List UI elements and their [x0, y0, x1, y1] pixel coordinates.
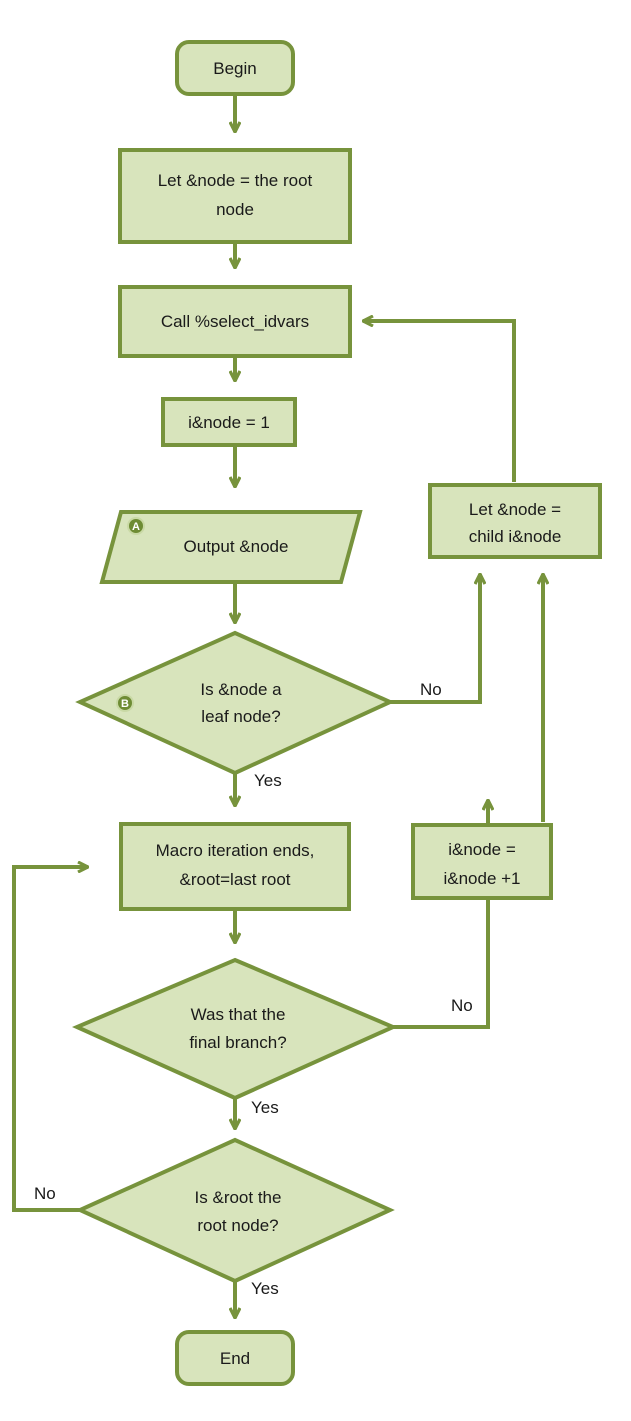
node-let-child-line-1: Let &node =	[469, 500, 561, 519]
node-iter-ends-line-1: Macro iteration ends,	[156, 841, 315, 860]
node-end: End	[175, 1330, 295, 1386]
node-final-branch-line-1: Was that the	[191, 1005, 286, 1024]
node-is-root-line-2: root node?	[197, 1216, 278, 1235]
node-let-child-line-2: child i&node	[469, 527, 562, 546]
marker-b-icon: B	[116, 694, 134, 712]
edge-label-root-no: No	[34, 1184, 56, 1203]
edge-label-final-no: No	[451, 996, 473, 1015]
node-call-select-label: Call %select_idvars	[161, 312, 309, 331]
node-is-leaf-line-1: Is &node a	[200, 680, 282, 699]
svg-text:A: A	[132, 521, 140, 533]
node-begin: Begin	[175, 40, 295, 96]
node-init-i-label: i&node = 1	[188, 413, 270, 432]
node-output: Output &node A	[99, 510, 363, 584]
node-incr-i: i&node = i&node +1	[411, 823, 553, 900]
node-final-branch: Was that the final branch?	[72, 957, 398, 1101]
node-final-branch-line-2: final branch?	[189, 1033, 286, 1052]
node-iter-ends-line-2: &root=last root	[179, 870, 290, 889]
node-is-root: Is &root the root node?	[75, 1137, 395, 1284]
edge-label-root-yes: Yes	[251, 1279, 279, 1298]
node-is-leaf-line-2: leaf node?	[201, 707, 280, 726]
edge-label-leaf-yes: Yes	[254, 771, 282, 790]
marker-a-icon: A	[127, 517, 145, 535]
node-incr-i-line-2: i&node +1	[443, 869, 520, 888]
node-init-i: i&node = 1	[161, 397, 297, 447]
svg-text:B: B	[121, 698, 129, 710]
node-let-child: Let &node = child i&node	[428, 483, 602, 559]
node-end-label: End	[220, 1349, 250, 1368]
node-iter-ends: Macro iteration ends, &root=last root	[119, 822, 351, 911]
node-begin-label: Begin	[213, 59, 256, 78]
node-output-label: Output &node	[184, 537, 289, 556]
edge-is-root-no	[12, 867, 88, 1212]
node-let-root-line-2: node	[216, 200, 254, 219]
edge-label-leaf-no: No	[420, 680, 442, 699]
node-incr-i-line-1: i&node =	[448, 840, 516, 859]
edge-let-child-to-call-select	[363, 321, 516, 482]
node-call-select: Call %select_idvars	[118, 285, 352, 358]
edge-labels: No Yes No Yes No Yes	[34, 680, 473, 1298]
node-let-root: Let &node = the root node	[118, 148, 352, 244]
node-let-root-line-1: Let &node = the root	[158, 171, 313, 190]
edge-is-leaf-no	[390, 574, 480, 704]
edge-label-final-yes: Yes	[251, 1098, 279, 1117]
node-is-leaf: Is &node a leaf node? B	[75, 630, 395, 776]
node-is-root-line-1: Is &root the	[195, 1188, 282, 1207]
